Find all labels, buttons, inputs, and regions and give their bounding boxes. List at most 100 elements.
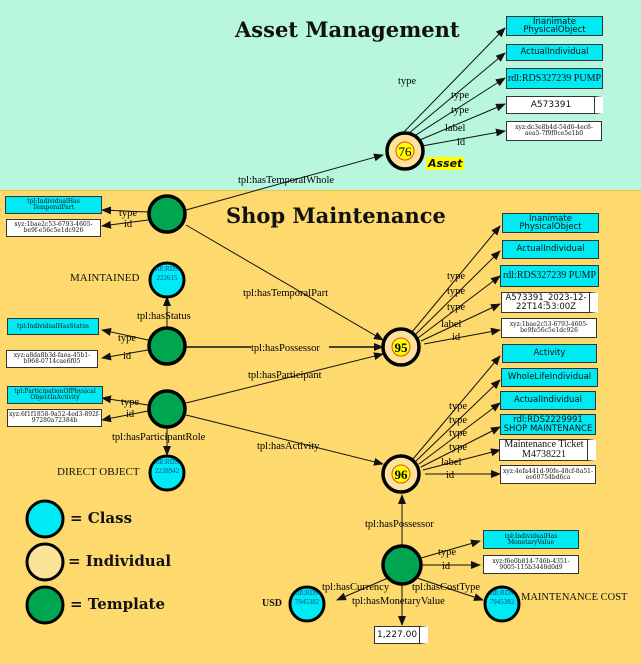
edge-label-has-activity: tpl:hasActivity [257, 441, 320, 452]
edge-label-status-id: id [123, 351, 132, 362]
asset-type-box-2[interactable]: ActualIndividual [506, 44, 603, 61]
edge-has-temporal-part [185, 224, 384, 341]
class-text-line: rdl:RDS [155, 265, 179, 273]
temporal-part-edges: tpl:hasTemporalWhole tpl:hasTemporalPart… [101, 153, 384, 341]
edge-label-asset-label: label [445, 123, 465, 134]
asset-id-box[interactable]: xyz:dc3e8b4d-54d6-4ec8-aea5-7f9f0ce5e1b0 [506, 121, 602, 141]
asset-edges: type type type label id [398, 27, 506, 148]
class-node-cost-type[interactable] [483, 585, 521, 623]
class-text-line: rdl:RDS [490, 589, 514, 597]
edge-label-monetary-id: id [442, 561, 451, 572]
template-node-participation[interactable] [147, 389, 187, 429]
currency-label: USD [262, 598, 283, 609]
legend-class-label: = Class [70, 509, 133, 527]
edge-asset-type-3 [404, 77, 506, 143]
activity-type-box-2[interactable]: WholeLifeIndividual [501, 368, 598, 387]
role-label: DIRECT OBJECT [57, 466, 140, 478]
class-node-currency[interactable] [288, 585, 326, 623]
status-id-box[interactable]: xyz:a8da8b3d-faea-45b1-b968-0714cae6f05 [6, 350, 98, 368]
edge-95-label [420, 303, 501, 342]
edge-96-type-2 [415, 379, 501, 462]
node-activity-96[interactable]: 96 [381, 454, 421, 494]
edge-label-tp-type: type [119, 208, 137, 219]
number-badge [391, 337, 411, 357]
edge-label-has-monetary-value: tpl:hasMonetaryValue [352, 596, 445, 607]
template-node-status[interactable] [147, 326, 187, 366]
shop-maintenance-title: Shop Maintenance [226, 203, 446, 228]
node-asset-76[interactable]: 76 [385, 131, 425, 171]
monetary-id-box[interactable]: xyz:f6e0b814-746b-4351-9005-115b3448d0d9 [483, 555, 579, 574]
edge-label-participation-id: id [126, 409, 135, 420]
activity-edges: type type type type label id [412, 355, 501, 481]
edge-label-has-participant-role: tpl:hasParticipantRole [112, 432, 206, 443]
monetary-type-box[interactable]: tpl:IndividualHas MonetaryValue [483, 530, 579, 549]
legend-class-icon [25, 499, 65, 539]
class-text-line: 7945382 [489, 597, 515, 606]
edge-label-95-type-3: type [447, 302, 465, 313]
template-node-monetary[interactable] [381, 544, 423, 586]
shop-asset-label-box[interactable]: A573391_2023-12-22T14:53:00Z [501, 292, 598, 313]
class-text-line: 2228942 [154, 466, 180, 475]
edge-status-type [101, 328, 149, 341]
asset-type-box-1[interactable]: Inanimate PhysicalObject [506, 16, 603, 36]
shop-asset-type-box-3[interactable]: rdl:RDS327239 PUMP [500, 265, 599, 287]
asset-label-box[interactable]: A573391 [506, 96, 603, 114]
activity-type-box-4[interactable]: rdl:RDS2229991 SHOP MAINTENANCE [500, 414, 596, 435]
participation-edges: tpl:hasParticipant tpl:hasActivity tpl:h… [101, 352, 384, 466]
edge-label-95-label: label [441, 319, 461, 330]
edge-label-95-type-1: type [447, 271, 465, 282]
edge-monetary-type [420, 539, 481, 559]
edge-label-96-type-4: type [449, 442, 467, 453]
edge-label-96-label: label [441, 457, 461, 468]
class-node-role[interactable] [148, 454, 186, 492]
tp-id-box[interactable]: xyz:1bae2c53-6793-4605-be9f-e56c5e1dc926 [6, 219, 101, 237]
shop-asset-edges: type type type label id [411, 225, 501, 345]
class-text-line: 7945382 [294, 597, 320, 606]
template-node-temporal-part[interactable] [147, 194, 187, 234]
legend-template-label: = Template [70, 595, 166, 613]
status-label: MAINTAINED [70, 272, 140, 284]
edge-label-95-type-2: type [447, 286, 465, 297]
edge-96-type-3 [418, 402, 501, 465]
legend-individual-label: = Individual [68, 552, 172, 570]
activity-type-box-1[interactable]: Activity [502, 344, 597, 363]
class-node-status[interactable] [148, 261, 186, 299]
class-node-circle [148, 261, 186, 299]
edge-label-has-temporal-part: tpl:hasTemporalPart [243, 288, 328, 299]
shop-asset-type-box-2[interactable]: ActualIndividual [502, 240, 599, 259]
class-text-line: rdl:RDS [155, 458, 179, 466]
edge-96-type-1 [412, 355, 501, 460]
edge-participation-id [101, 410, 149, 423]
participation-id-box[interactable]: xyz:6f1f1858-9a52-4ed3-892f-97280a72384b [7, 409, 102, 427]
edge-asset-label [407, 103, 506, 146]
edge-95-id [423, 327, 501, 345]
edge-label-has-status: tpl:hasStatus [137, 311, 191, 322]
edge-label-96-id: id [446, 470, 455, 481]
node-shop-asset-95[interactable]: 95 [381, 327, 421, 367]
shop-asset-id-box[interactable]: xyz:1bae2c53-6793-4605-be9fe56c5e1dc926 [501, 318, 597, 338]
monetary-edges: tpl:hasPossessor type id tpl:hasCurrency… [322, 494, 484, 626]
edge-has-activity [185, 414, 384, 466]
activity-id-box[interactable]: xyz:4efa441d-90fe-48cf-8a51-ee60754bd6ca [500, 465, 596, 484]
edge-tp-type [101, 206, 149, 215]
asset-type-box-3[interactable]: rdl:RDS327239 PUMP [506, 68, 603, 89]
status-type-box[interactable]: tpl:IndividualHasStatus [7, 318, 99, 335]
activity-label-box[interactable]: Maintenance Ticket M4738221 [499, 439, 596, 461]
tp-type-box[interactable]: tpl:IndividualHas TemporalPart [5, 196, 102, 214]
edge-label-asset-type-2: type [451, 90, 469, 101]
edge-96-label [422, 448, 501, 471]
class-node-circle [288, 585, 326, 623]
participation-type-box[interactable]: tpl:ParticipationOfPhysical ObjectInActi… [7, 386, 103, 404]
edge-label-96-type-1: type [449, 401, 467, 412]
class-text-line: 222615 [156, 273, 178, 282]
edge-label-95-id: id [452, 332, 461, 343]
shop-asset-type-box-1[interactable]: Inanimate PhysicalObject [502, 213, 599, 233]
activity-type-box-3[interactable]: ActualIndividual [500, 391, 596, 410]
number-badge [391, 464, 411, 484]
edge-has-cost-type [416, 577, 484, 601]
monetary-value-box[interactable]: 1,227.00 [374, 626, 428, 644]
legend-individual-icon [25, 542, 65, 582]
